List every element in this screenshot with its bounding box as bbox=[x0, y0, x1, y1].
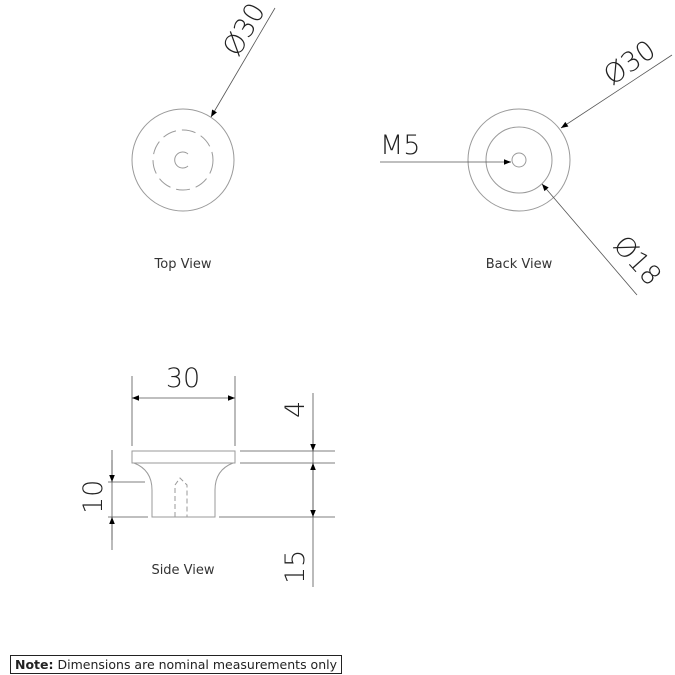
diameter-leader bbox=[210, 7, 276, 118]
top-view: Ø30 Top View bbox=[131, 0, 276, 272]
back-view: Ø30 M5 Ø18 Back View bbox=[380, 34, 673, 296]
note-text: Dimensions are nominal measurements only bbox=[57, 657, 338, 672]
side-view-label: Side View bbox=[151, 563, 214, 578]
note-prefix: Note: bbox=[15, 657, 54, 672]
diameter-leader bbox=[560, 54, 673, 129]
back-view-label: Back View bbox=[486, 257, 553, 272]
hidden-circle bbox=[152, 129, 214, 191]
inner-diameter-label: Ø18 bbox=[607, 230, 667, 292]
height-label: 10 bbox=[78, 480, 109, 514]
thread-hole bbox=[511, 152, 527, 168]
inner-diameter-leader bbox=[541, 183, 638, 296]
thread-label: M5 bbox=[380, 130, 420, 161]
outer-circle bbox=[467, 108, 571, 212]
side-view: 30 4 15 10 Side View bbox=[78, 363, 335, 587]
center-mark bbox=[174, 151, 189, 169]
inner-circle bbox=[485, 126, 553, 194]
outer-circle bbox=[131, 108, 235, 212]
note-box: Note: Dimensions are nominal measurement… bbox=[10, 655, 342, 674]
width-label: 30 bbox=[166, 363, 200, 394]
top-view-label: Top View bbox=[154, 257, 212, 272]
cap-outline bbox=[131, 450, 236, 464]
cap-label: 4 bbox=[280, 401, 311, 418]
top-diameter-label: Ø30 bbox=[217, 0, 272, 61]
hidden-thread bbox=[174, 477, 188, 517]
overall-label: 15 bbox=[280, 550, 311, 584]
stem-outline bbox=[133, 462, 234, 518]
